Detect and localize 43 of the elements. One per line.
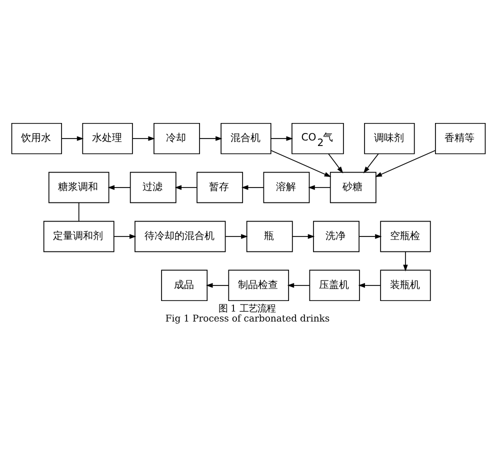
node-box: 压盖机 <box>309 270 360 302</box>
arrow <box>358 234 382 239</box>
arrow <box>132 136 155 141</box>
arrow <box>308 185 331 190</box>
connector <box>78 202 80 222</box>
arrow <box>403 251 408 272</box>
arrow <box>61 136 84 141</box>
node-box: 调味剂 <box>364 122 415 154</box>
arrow <box>206 283 229 288</box>
arrow <box>358 283 381 288</box>
node-box: 暂存 <box>196 172 244 204</box>
node-box: 定量调和剂 <box>43 220 114 252</box>
arrow <box>225 234 248 239</box>
arrow <box>241 185 264 190</box>
arrow <box>108 185 130 190</box>
arrow <box>199 136 222 141</box>
node-box: 待冷却的混合机 <box>134 220 226 252</box>
arrow <box>270 150 332 177</box>
arrow <box>174 185 198 190</box>
node-box: 糖浆调和 <box>48 172 110 204</box>
node-box: 过滤 <box>130 172 176 204</box>
node-box: 饮用水 <box>11 122 62 154</box>
node-box: 装瓶机 <box>380 270 431 302</box>
node-box: 制品检查 <box>228 270 290 302</box>
arrow <box>287 283 310 288</box>
arrow <box>270 136 294 141</box>
node-box: 空瓶检 <box>380 220 431 252</box>
node-box: 混合机 <box>220 122 272 154</box>
arrow <box>114 234 136 239</box>
arrow <box>328 153 344 174</box>
node-box: 洗净 <box>313 220 360 252</box>
node-box: 瓶 <box>246 220 293 252</box>
arrow <box>363 153 379 174</box>
node-box: 砂糖 <box>330 172 376 204</box>
node-box: 成品 <box>161 270 208 302</box>
node-box: 水处理 <box>82 122 133 154</box>
node-box: 冷却 <box>154 122 200 154</box>
arrow <box>292 234 315 239</box>
arrow <box>375 150 436 177</box>
diagram-title: 图 1 工艺流程 <box>218 303 276 314</box>
node-box: 香精等 <box>435 122 486 154</box>
node-box: 溶解 <box>263 172 310 204</box>
caption: Fig 1 Process of carbonated drinks <box>165 314 330 325</box>
